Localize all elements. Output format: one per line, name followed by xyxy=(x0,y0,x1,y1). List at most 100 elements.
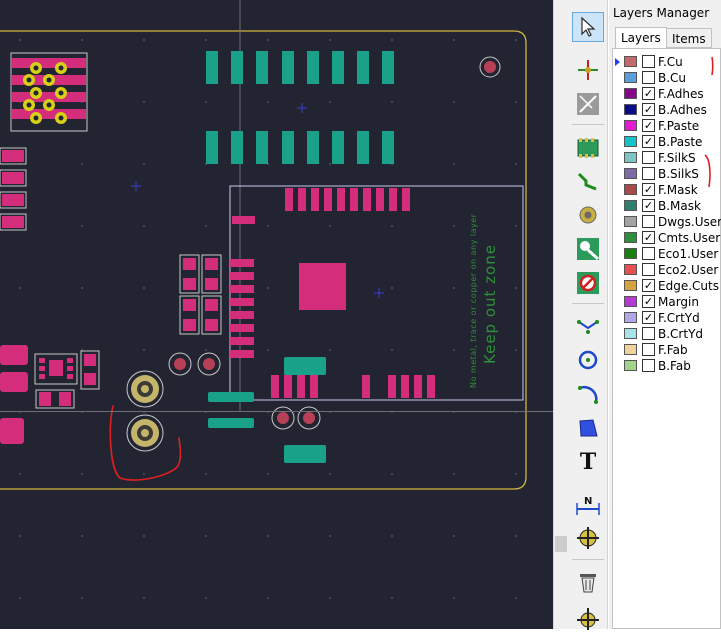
layer-color-swatch[interactable] xyxy=(624,152,637,163)
add-keepout-tool[interactable] xyxy=(572,268,604,298)
layer-color-swatch[interactable] xyxy=(624,104,637,115)
layer-color-swatch[interactable] xyxy=(624,344,637,355)
select-tool[interactable] xyxy=(572,12,604,42)
grid-dot xyxy=(143,287,145,289)
layer-color-swatch[interactable] xyxy=(624,312,637,323)
add-dimension-tool[interactable]: N xyxy=(572,491,604,521)
grid-dot xyxy=(19,39,21,41)
layer-visibility-checkbox[interactable]: ✓ xyxy=(642,295,655,308)
tab-items[interactable]: Items xyxy=(666,28,712,48)
add-footprint-tool[interactable] xyxy=(572,133,604,163)
layer-color-swatch[interactable] xyxy=(624,136,637,147)
layer-visibility-checkbox[interactable]: ✓ xyxy=(642,311,655,324)
layer-row[interactable]: ✓F.Paste xyxy=(613,118,719,134)
layer-color-swatch[interactable] xyxy=(624,184,637,195)
draw-circle-tool[interactable] xyxy=(572,345,604,375)
layer-name: F.Adhes xyxy=(658,87,704,101)
active-layer-arrow-icon xyxy=(615,58,620,66)
layer-visibility-checkbox[interactable] xyxy=(642,151,655,164)
layer-row[interactable]: ✓F.Adhes xyxy=(613,86,719,102)
layer-visibility-checkbox[interactable]: ✓ xyxy=(642,183,655,196)
layer-alignment-target-tool[interactable] xyxy=(572,523,604,553)
panel-title: Layers Manager xyxy=(613,6,710,20)
layer-visibility-checkbox[interactable] xyxy=(642,263,655,276)
layer-visibility-checkbox[interactable] xyxy=(642,247,655,260)
grid-dot xyxy=(205,101,207,103)
red-annotation-stroke xyxy=(711,56,714,76)
grid-dot xyxy=(391,101,393,103)
layer-row[interactable]: ✓B.Mask xyxy=(613,198,719,214)
layer-visibility-checkbox[interactable]: ✓ xyxy=(642,119,655,132)
layer-color-swatch[interactable] xyxy=(624,264,637,275)
grid-dot xyxy=(515,535,517,537)
layer-row[interactable]: ✓F.Mask xyxy=(613,182,719,198)
circle-icon xyxy=(578,350,598,370)
layer-row[interactable]: ✓B.Paste xyxy=(613,134,719,150)
add-via-tool[interactable] xyxy=(572,200,604,230)
layer-row[interactable]: B.CrtYd xyxy=(613,326,719,342)
layer-visibility-checkbox[interactable] xyxy=(642,71,655,84)
layer-color-swatch[interactable] xyxy=(624,168,637,179)
grid-dot xyxy=(205,535,207,537)
layer-visibility-checkbox[interactable] xyxy=(642,215,655,228)
layer-visibility-checkbox[interactable]: ✓ xyxy=(642,231,655,244)
layer-row[interactable]: Eco2.User xyxy=(613,262,719,278)
layer-color-swatch[interactable] xyxy=(624,56,637,67)
highlight-net-tool[interactable] xyxy=(572,89,604,119)
scrollbar-thumb[interactable] xyxy=(555,536,567,552)
layer-row[interactable]: F.SilkS xyxy=(613,150,719,166)
layer-row[interactable]: ✓F.CrtYd xyxy=(613,310,719,326)
layer-color-swatch[interactable] xyxy=(624,120,637,131)
layer-color-swatch[interactable] xyxy=(624,248,637,259)
grid-dot xyxy=(81,597,83,599)
layer-row[interactable]: Eco1.User xyxy=(613,246,719,262)
grid-dot xyxy=(81,225,83,227)
grid-origin-tool[interactable] xyxy=(572,603,604,633)
draw-polygon-tool[interactable] xyxy=(572,413,604,443)
layer-color-swatch[interactable] xyxy=(624,360,637,371)
layer-row[interactable]: B.Cu xyxy=(613,70,719,86)
add-filled-zone-tool[interactable] xyxy=(572,234,604,264)
layer-visibility-checkbox[interactable] xyxy=(642,359,655,372)
layer-color-swatch[interactable] xyxy=(624,296,637,307)
layer-color-swatch[interactable] xyxy=(624,328,637,339)
layer-visibility-checkbox[interactable] xyxy=(642,343,655,356)
layer-row[interactable]: ✓Margin xyxy=(613,294,719,310)
layer-row[interactable]: B.SilkS xyxy=(613,166,719,182)
add-text-tool[interactable]: T xyxy=(572,447,604,477)
layer-visibility-checkbox[interactable] xyxy=(642,327,655,340)
pcb-canvas[interactable]: No metal, trace or copper on any layer K… xyxy=(0,0,553,629)
layer-visibility-checkbox[interactable]: ✓ xyxy=(642,135,655,148)
layer-visibility-checkbox[interactable]: ✓ xyxy=(642,103,655,116)
layer-visibility-checkbox[interactable]: ✓ xyxy=(642,199,655,212)
draw-arc-tool[interactable] xyxy=(572,379,604,409)
layer-row[interactable]: ✓B.Adhes xyxy=(613,102,719,118)
layer-color-swatch[interactable] xyxy=(624,232,637,243)
layer-color-swatch[interactable] xyxy=(624,200,637,211)
layer-row[interactable]: F.Fab xyxy=(613,342,719,358)
grid-dot xyxy=(205,473,207,475)
layer-visibility-checkbox[interactable]: ✓ xyxy=(642,279,655,292)
layer-color-swatch[interactable] xyxy=(624,280,637,291)
layer-color-swatch[interactable] xyxy=(624,88,637,99)
layer-name: B.Paste xyxy=(658,135,703,149)
layer-color-swatch[interactable] xyxy=(624,72,637,83)
tab-layers[interactable]: Layers xyxy=(615,27,667,49)
layer-visibility-checkbox[interactable] xyxy=(642,55,655,68)
grid-dot xyxy=(515,225,517,227)
local-ratsnest-tool[interactable] xyxy=(572,55,604,85)
draw-line-tool[interactable] xyxy=(572,311,604,341)
route-track-tool[interactable] xyxy=(572,166,604,196)
vertical-scrollbar[interactable] xyxy=(553,0,568,629)
layer-row[interactable]: B.Fab xyxy=(613,358,719,374)
layer-color-swatch[interactable] xyxy=(624,216,637,227)
layer-row[interactable]: Dwgs.User xyxy=(613,214,721,230)
grid-dot xyxy=(453,349,455,351)
delete-tool[interactable] xyxy=(572,567,604,597)
layer-visibility-checkbox[interactable] xyxy=(642,167,655,180)
grid-dot xyxy=(453,225,455,227)
layer-row[interactable]: ✓Cmts.User xyxy=(613,230,720,246)
layer-visibility-checkbox[interactable]: ✓ xyxy=(642,87,655,100)
layer-row[interactable]: F.Cu xyxy=(613,54,719,70)
layer-row[interactable]: ✓Edge.Cuts xyxy=(613,278,719,294)
